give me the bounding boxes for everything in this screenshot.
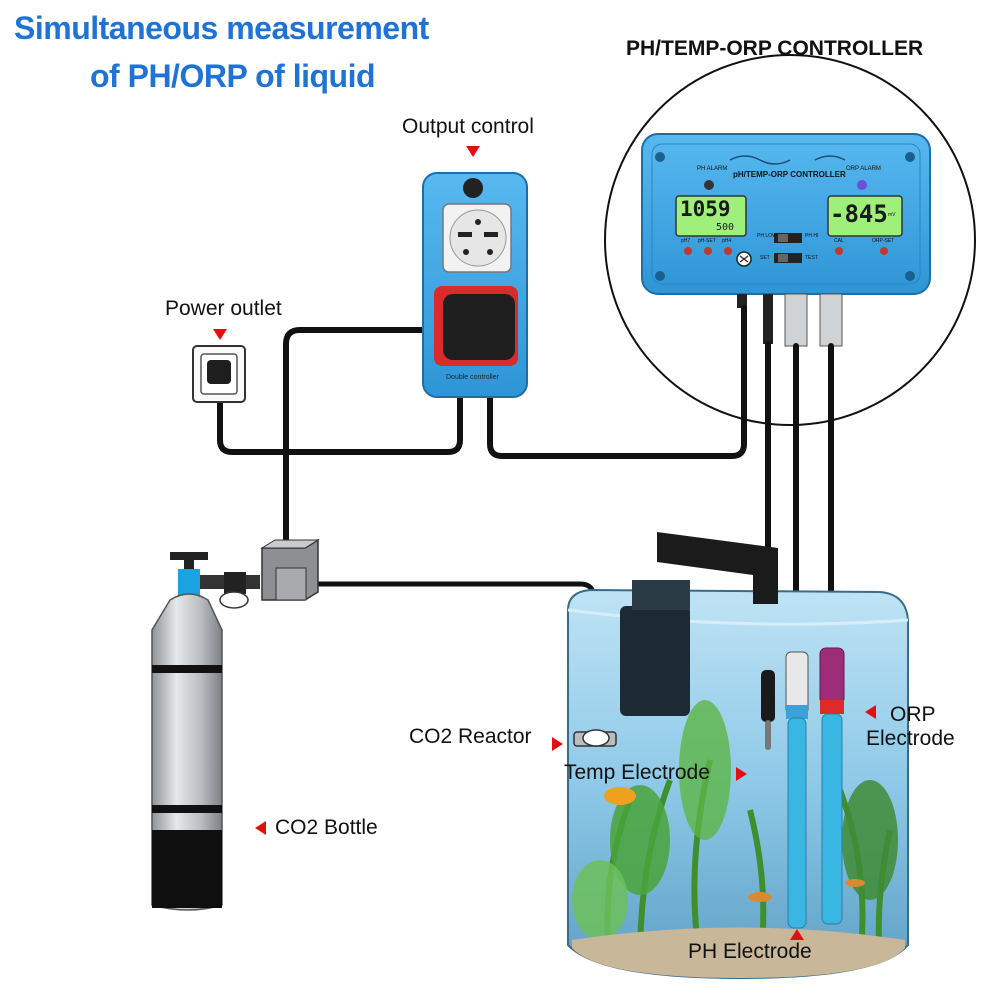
- arrow-co2-reactor: [552, 737, 563, 751]
- co2-reactor: [573, 729, 617, 747]
- test-label: TEST: [805, 255, 818, 261]
- cable-to-solenoid: [283, 327, 455, 551]
- arrow-ph-electrode: [790, 929, 804, 940]
- controller-heading: PH/TEMP-ORP CONTROLLER: [626, 37, 924, 60]
- orp-lcd: [827, 195, 903, 237]
- ph-lcd: [675, 195, 747, 237]
- orp-unit: mV: [888, 212, 896, 218]
- solenoid-valve: [260, 538, 320, 601]
- title-line-1: Simultaneous measurement: [14, 10, 429, 46]
- arrow-power-outlet: [213, 329, 227, 340]
- bottle-valve: [178, 569, 200, 595]
- temp-electrode: [761, 670, 775, 750]
- ph-electrode: [785, 651, 809, 929]
- title-line-2: of PH/ORP of liquid: [90, 58, 376, 94]
- ph-alarm-label: PH ALARM: [697, 166, 728, 172]
- orp-reading: -845: [830, 200, 888, 228]
- regulator-gauge: [219, 591, 249, 609]
- output-plug: [443, 294, 515, 360]
- output-control-device: [422, 172, 528, 398]
- controller-panel-title: pH/TEMP-ORP CONTROLLER: [733, 170, 846, 179]
- cable-to-power-outlet: [217, 375, 463, 455]
- output-device-label: Double controller: [446, 374, 499, 381]
- output-knob: [463, 178, 483, 198]
- ph-set-label: pH-SET: [698, 238, 716, 244]
- ph7-label: pH7: [681, 238, 691, 244]
- arrow-orp-electrode: [865, 705, 876, 719]
- orp-set-label: ORP-SET: [872, 238, 895, 244]
- label-orp-electrode-2: Electrode: [866, 727, 955, 750]
- ph-reading: 1059: [680, 197, 731, 221]
- arrow-temp-electrode: [736, 767, 747, 781]
- ph4-label: pH4: [722, 238, 732, 244]
- orp-alarm-label: ORP ALARM: [846, 166, 881, 172]
- aquarium: [567, 532, 909, 980]
- arrow-output-control: [466, 146, 480, 157]
- cal-label: CAL: [834, 238, 844, 244]
- orp-electrode: [819, 647, 845, 925]
- label-orp-electrode-1: ORP: [890, 703, 936, 726]
- label-output-control: Output control: [402, 115, 534, 138]
- cable-to-controller: [487, 305, 747, 459]
- label-power-outlet: Power outlet: [165, 297, 282, 320]
- power-outlet: [192, 345, 246, 403]
- ph-hi-label: PH HI: [805, 233, 819, 239]
- label-co2-bottle: CO2 Bottle: [275, 816, 378, 839]
- co2-bottle: [151, 552, 260, 911]
- label-temp-electrode: Temp Electrode: [564, 761, 710, 784]
- co2-tube: [315, 581, 597, 733]
- set-label: SET: [760, 255, 770, 261]
- ph-low-label: PH LOW: [757, 233, 777, 239]
- pointer-arrows: [213, 146, 876, 940]
- ph-orp-controller: [641, 133, 931, 347]
- arrow-co2-bottle: [255, 821, 266, 835]
- label-co2-reactor: CO2 Reactor: [409, 725, 532, 748]
- label-ph-electrode: PH Electrode: [688, 940, 812, 963]
- ph-alarm-led: [704, 180, 714, 190]
- orp-alarm-led: [857, 180, 867, 190]
- temp-reading: 500: [716, 222, 735, 233]
